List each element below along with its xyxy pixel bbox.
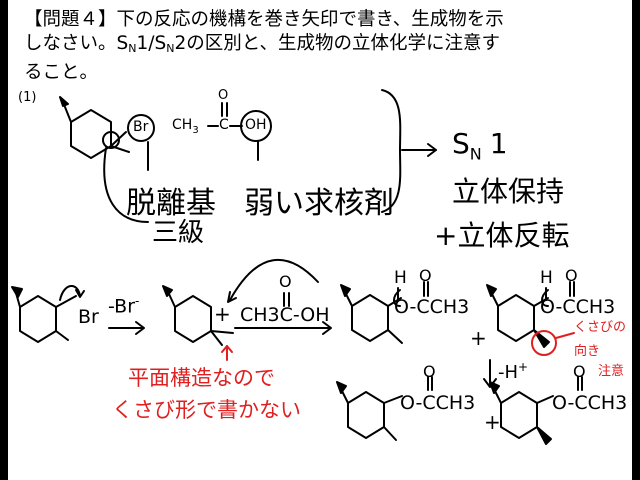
acid-oh: OH: [245, 117, 267, 133]
red-note-wedge-2: 向き: [574, 344, 601, 359]
arrow-head: [135, 321, 145, 335]
note-retention: 立体保持: [452, 175, 565, 208]
final-1-text: O-CCH3: [400, 392, 476, 414]
red-note-caution: 注意: [598, 364, 625, 379]
attack-arrow: [229, 258, 319, 301]
cation-plus: +: [214, 302, 231, 326]
arrow-head: [322, 321, 332, 335]
deprot-charge: +: [518, 360, 529, 374]
subscript-n: N: [128, 42, 137, 55]
sn-number: 1: [489, 127, 508, 160]
product-o: O: [419, 266, 432, 285]
reactant-cyclohexane: [59, 96, 130, 159]
brace: [381, 89, 402, 213]
acid-formula: CH3: [172, 117, 199, 136]
mech-acid: CH3C-OH: [240, 304, 330, 326]
sn-sub: N: [469, 144, 482, 164]
tertiary-pointer: [103, 147, 149, 223]
arrow-head: [227, 291, 237, 303]
deprotonation: -H+: [498, 360, 528, 383]
final-ring-2: [489, 376, 583, 445]
acid-c: C: [219, 117, 229, 133]
minus-br: -Br-: [108, 294, 139, 317]
problem-line-1: 【問題４】下の反応の機構を巻き矢印で書き、生成物を示: [24, 8, 624, 32]
product-plus: +: [470, 326, 487, 350]
br-label: Br: [133, 119, 149, 135]
drawing: [11, 89, 583, 445]
bracket-close: 】: [98, 9, 117, 30]
subscript-n: N: [166, 42, 175, 55]
final-2-o: O: [573, 362, 586, 381]
acid-sub: 3: [192, 124, 199, 136]
red-note-wedge-1: くさびの: [574, 320, 627, 335]
problem-line-3: ること。: [24, 61, 624, 85]
part-label: (1): [18, 90, 37, 105]
note-inversion: +立体反転: [434, 219, 570, 252]
problem-line-2: しなさい。SN1/SN2の区別と、生成物の立体化学に注意す: [24, 32, 624, 61]
product-ring-2: [486, 281, 575, 356]
problem-line-2a: しなさい。S: [24, 33, 129, 54]
sn-s: S: [452, 127, 470, 160]
mech-ring-1: [11, 285, 85, 343]
bracket-open: 【: [24, 9, 43, 30]
product-2-text: O-CCH3: [540, 296, 616, 318]
mech-ring-cation: [162, 285, 234, 361]
product-1-text: O-CCH3: [394, 296, 470, 318]
carbonyl-o: O: [218, 88, 229, 103]
product-2-h: H: [540, 268, 553, 288]
product-2-o: O: [565, 266, 578, 285]
problem-line-1-text: 下の反応の機構を巻き矢印で書き、生成物を示: [116, 9, 504, 30]
final-ring-1: [336, 376, 433, 441]
minus-br-text: -Br: [108, 295, 136, 318]
note-leaving-group: 脱離基: [126, 186, 216, 221]
final-plus: +: [484, 410, 501, 434]
final-2-text: O-CCH3: [552, 392, 628, 414]
mech-br: Br: [78, 306, 99, 328]
deprot-text: -H: [498, 362, 519, 383]
product-ring-1: [340, 281, 429, 344]
acid-ch: CH: [172, 117, 193, 133]
nucleophile-circle: [240, 110, 272, 142]
problem-line-2b: 1/S: [136, 33, 167, 54]
leaving-group-circle: [127, 114, 155, 142]
problem-line-2c: 2の区別と、生成物の立体化学に注意す: [174, 33, 501, 54]
slide: 【問題４】下の反応の機構を巻き矢印で書き、生成物を示 しなさい。SN1/SN2の…: [8, 0, 632, 480]
arrow-head: [483, 378, 497, 388]
carbon-circle: [102, 131, 120, 149]
product-h: H: [394, 268, 407, 288]
note-weak-nucleophile: 弱い求核剤: [244, 186, 394, 221]
final-1-o: O: [423, 362, 436, 381]
red-note-planar-1: 平面構造なので: [128, 366, 275, 390]
arrow-head: [427, 143, 437, 157]
problem-text: 【問題４】下の反応の機構を巻き矢印で書き、生成物を示 しなさい。SN1/SN2の…: [24, 8, 624, 85]
note-tertiary: 三級: [152, 218, 205, 248]
mech-acid-o: O: [279, 272, 292, 291]
red-note-planar-2: くさび形で書かない: [112, 398, 301, 422]
minus-br-charge: -: [135, 294, 140, 308]
problem-line-3-text: ること。: [24, 62, 99, 83]
problem-heading: 問題４: [42, 9, 99, 30]
